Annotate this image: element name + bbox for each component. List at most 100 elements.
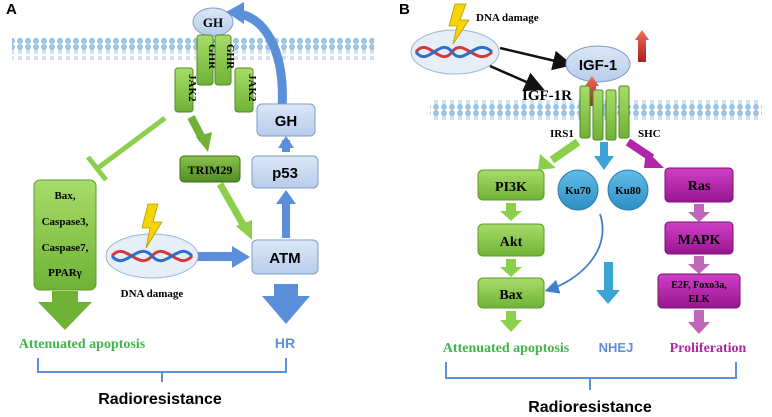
targets-proliferation-arrow (694, 310, 704, 324)
cell-membrane-a (12, 38, 374, 60)
protein-caspase7: Caspase7, (42, 242, 89, 254)
proliferation-label: Proliferation (670, 341, 747, 356)
protein-caspase3: Caspase3, (42, 216, 89, 228)
inhibition-line (96, 115, 167, 171)
dna-damage-label-a: DNA damage (121, 288, 184, 300)
pi3k-box (477, 169, 545, 201)
akt-bax-arrowhead (500, 267, 522, 277)
trim29-box (179, 155, 241, 183)
dna-atm-arrow (196, 252, 234, 261)
attenuated-apoptosis-a: Attenuated apoptosis (19, 337, 146, 352)
bax-label: Bax (499, 288, 522, 303)
shc-label: SHC (638, 128, 661, 140)
ku70-label: Ku70 (565, 185, 591, 197)
nhej-arrowhead (596, 290, 620, 304)
igf1r-bar-2 (592, 89, 604, 141)
targets-line1: E2F, Foxo3a, (671, 280, 727, 291)
pi3k-akt-arrow (506, 203, 516, 213)
igf1r-bar-3 (605, 89, 617, 141)
ghr-right (214, 34, 232, 86)
mapk-box (664, 221, 734, 255)
atm-box (251, 239, 319, 275)
jak2-right-label: JAK2 (246, 74, 258, 102)
akt-label: Akt (500, 235, 523, 250)
protein-ppar: PPARγ (48, 267, 82, 279)
hr-arrowhead (262, 296, 310, 324)
bracket-b (445, 362, 737, 379)
p53-label: p53 (272, 165, 298, 182)
atm-label: ATM (269, 250, 300, 267)
jak2-trim29-arrowhead (196, 132, 212, 152)
igf1r-bar-1 (579, 85, 591, 139)
bax-apoptosis-arrowhead (500, 320, 522, 332)
dna-igf1-arrow (499, 46, 573, 71)
trim29-label: TRIM29 (188, 163, 233, 177)
ras-label: Ras (688, 179, 711, 194)
igf1r-bar-4 (618, 85, 630, 139)
mapk-targets-arrowhead (688, 264, 710, 274)
ghr-right-label: GHR (224, 44, 236, 70)
ras-box (664, 167, 734, 203)
jak2-right (234, 67, 254, 113)
shc-ras-arrowhead (644, 150, 664, 168)
p53-gh-arrowhead (278, 136, 294, 148)
irs1-pi3k-arrowhead (538, 154, 556, 170)
apoptosis-arrow-shaft (52, 291, 78, 305)
hr-arrow-shaft (274, 284, 298, 298)
akt-bax-arrow (506, 259, 516, 269)
radioresistance-b: Radioresistance (528, 399, 652, 416)
pi3k-label: PI3K (495, 180, 527, 195)
bax-box (477, 277, 545, 309)
jak2-left (174, 67, 194, 113)
atm-p53-arrow (282, 200, 290, 238)
apoptosis-protein-box (33, 179, 97, 291)
dna-igf1r-arrow (489, 64, 545, 92)
gh-box-label: GH (275, 113, 298, 130)
dna-damage-label-b: DNA damage (476, 12, 539, 24)
bax-apoptosis-arrow (506, 311, 516, 323)
akt-box (477, 223, 545, 257)
dna-damage-icon-a (105, 203, 199, 279)
protein-bax: Bax, (54, 190, 75, 202)
ras-mapk-arrowhead (688, 212, 710, 222)
ku70-circle (557, 169, 599, 211)
gh-secretion-arrowhead (226, 2, 244, 24)
radioresistance-a: Radioresistance (98, 391, 222, 408)
targets-line2: ELK (688, 294, 709, 305)
trim29-atm-arrowhead (236, 220, 252, 240)
ghr-left (196, 34, 214, 86)
atm-p53-arrowhead (276, 190, 296, 204)
ku-arrowhead (594, 156, 614, 170)
panel-b-label: B (399, 1, 410, 18)
ras-mapk-arrow (694, 204, 704, 214)
panel-a-label: A (6, 1, 17, 18)
ku-arrow-shaft (600, 142, 608, 158)
panel-b: B DNA damage IGF-1 IGF-1R IRS1 SHC (399, 1, 762, 416)
igf1-ligand (565, 45, 631, 83)
pi3k-akt-arrowhead (500, 211, 522, 221)
nhej-arrow-shaft (604, 262, 613, 292)
hr-label: HR (275, 335, 295, 351)
irs1-pi3k-arrow (549, 138, 581, 164)
ku80-label: Ku80 (615, 185, 641, 197)
dna-damage-icon-b (410, 3, 500, 75)
targets-box (657, 273, 741, 309)
gh-top-label: GH (203, 15, 223, 30)
igf1-up-arrow (635, 30, 649, 62)
gh-secretion-arrow (238, 9, 287, 109)
bracket-a (37, 358, 287, 373)
apoptosis-arrowhead (38, 302, 92, 330)
inhibition-bar (86, 155, 108, 182)
dna-atm-arrowhead (232, 246, 250, 268)
jak2-left-label: JAK2 (186, 74, 198, 102)
mapk-label: MAPK (678, 233, 721, 248)
nhej-label: NHEJ (599, 340, 634, 355)
igf1-label: IGF-1 (579, 57, 617, 74)
ku-bax-curve (544, 213, 604, 294)
ku80-circle (607, 169, 649, 211)
p53-box (251, 155, 319, 189)
mapk-targets-arrow (694, 256, 704, 266)
panel-a: A GH GHR GHR JAK2 JAK2 TRIM29 GH (6, 1, 374, 408)
targets-proliferation-arrowhead (688, 322, 710, 334)
trim29-atm-arrow (216, 182, 249, 230)
